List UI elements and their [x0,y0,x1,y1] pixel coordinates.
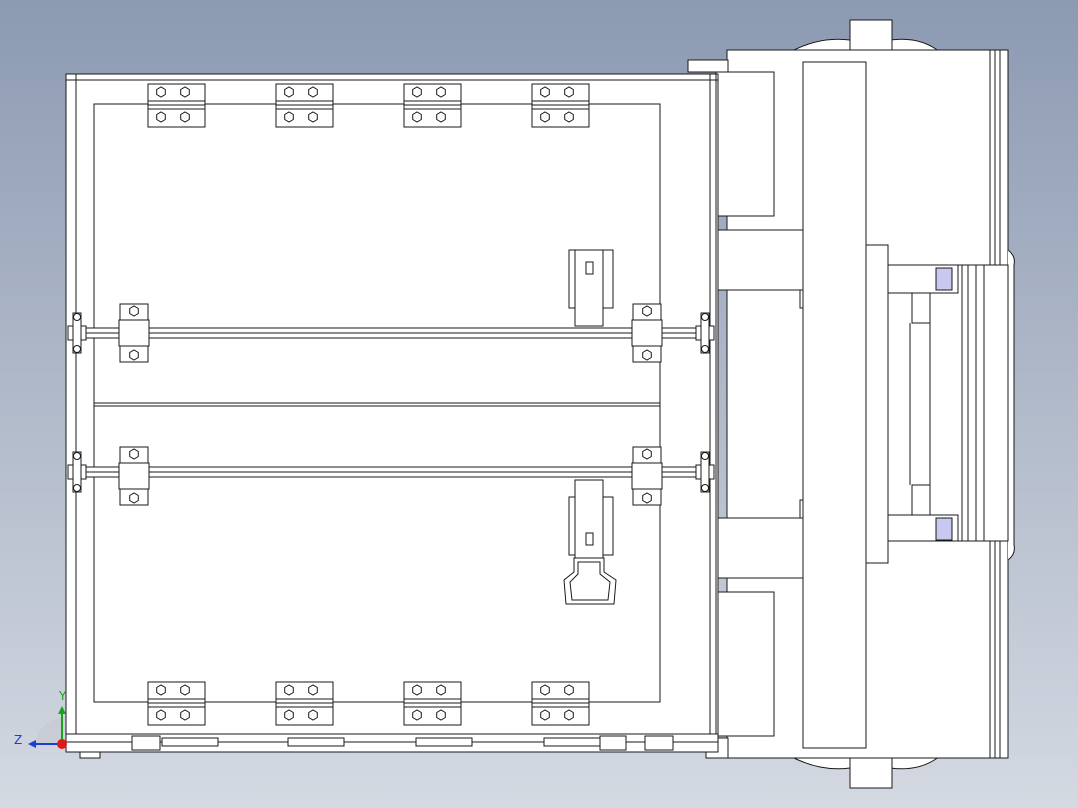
hex-bolt [156,111,166,123]
hex-bolt [180,111,190,123]
hex-bolt [412,111,422,123]
hex-bolt [564,684,574,696]
z-axis-label: Z [14,733,22,747]
hex-bolt [308,111,318,123]
hinge [147,83,206,128]
hex-bolt [180,709,190,721]
hinge [275,83,334,128]
hex-bolt [436,684,446,696]
hex-bolt [642,448,652,460]
rod-end [67,451,87,493]
z-axis-arrow [28,740,36,748]
hex-bolt [129,492,139,504]
hex-bolt [564,86,574,98]
upper-bridge [715,229,807,291]
pillow-block [118,303,150,363]
hex-bolt [436,111,446,123]
hinge [403,681,462,726]
hex-bolt [308,86,318,98]
hex-bolt [308,684,318,696]
coordinate-triad: Y Z [14,689,67,749]
hex-bolt [540,709,550,721]
lower-bridge [715,517,807,579]
top-small-bracket [687,59,729,73]
bottom-mount-tab [849,755,893,789]
hinge [531,83,590,128]
pillow-block-bearings [118,303,663,506]
upper-latch-handle [574,249,604,327]
hex-bolt [156,86,166,98]
lower-latch-slot [585,532,594,546]
hex-bolt [284,86,294,98]
upper-block [715,71,775,217]
hex-bolt [412,684,422,696]
pillow-block [118,446,150,506]
main-frame [65,73,719,753]
pillow-block [631,303,663,363]
lower-latch-handle [574,479,604,559]
hinge [275,681,334,726]
end-cap-curve [1007,249,1015,561]
latches [563,249,617,605]
hex-bolt [564,111,574,123]
lower-block [715,591,775,737]
clamp-rail [961,264,985,542]
top-mount-tab [849,19,893,53]
hex-bolt [180,86,190,98]
hex-bolt [156,684,166,696]
hex-bolt [642,349,652,361]
upper-latch-slot [585,261,594,275]
hex-bolt [540,684,550,696]
hex-bolt [540,86,550,98]
rod-end-fittings [67,312,715,493]
hex-bolt [412,86,422,98]
hex-bolt [284,111,294,123]
door-hinges [147,83,590,726]
y-axis-arrow [58,706,66,714]
y-axis-label: Y [58,689,67,703]
hex-bolt [540,111,550,123]
right-mechanism [687,19,1015,789]
hinge [147,681,206,726]
hinge [531,681,590,726]
rod-end [695,451,715,493]
hex-bolt [642,305,652,317]
clamp-plate [865,244,889,564]
hex-bolt [156,709,166,721]
hex-bolt [180,684,190,696]
hex-bolt [308,709,318,721]
hex-bolt [564,709,574,721]
rod-end [67,312,87,354]
hex-bolt [129,305,139,317]
pillow-block [631,446,663,506]
hex-bolt [284,709,294,721]
lower-latch-grip [563,557,617,605]
hex-bolt [642,492,652,504]
hinge [403,83,462,128]
hex-bolt [284,684,294,696]
hex-bolt [436,709,446,721]
clamp-body [887,264,1009,542]
vertical-slide-plate [802,61,867,749]
hex-bolt [129,349,139,361]
hex-bolt [412,709,422,721]
origin-point [57,739,67,749]
bottom-rail-slots [79,735,674,759]
hex-bolt [436,86,446,98]
hex-bolt [129,448,139,460]
rod-end [695,312,715,354]
